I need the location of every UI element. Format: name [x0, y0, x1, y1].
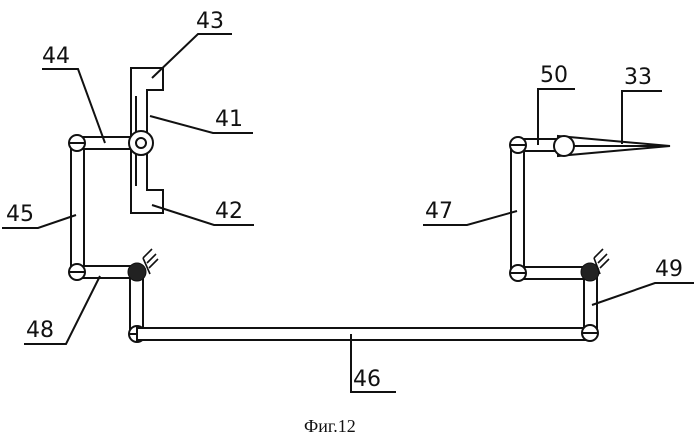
pivot-50-33: [554, 136, 574, 156]
label-47: 47: [425, 199, 453, 224]
link-45: [71, 140, 84, 273]
label-43: 43: [196, 9, 224, 34]
label-42: 42: [215, 199, 243, 224]
label-49: 49: [655, 257, 683, 282]
link-right-bottom: [518, 267, 586, 279]
label-46: 46: [353, 367, 381, 392]
fixed-support-left: [128, 263, 146, 281]
pivot-41-44-inner: [136, 138, 146, 148]
label-48: 48: [26, 318, 54, 343]
leader-49: [592, 283, 694, 305]
link-47: [511, 143, 524, 274]
label-45: 45: [6, 202, 34, 227]
label-50: 50: [540, 63, 568, 88]
label-33: 33: [624, 65, 652, 90]
bar-46: [137, 328, 591, 340]
leader-44: [42, 69, 105, 143]
label-44: 44: [42, 44, 70, 69]
leader-33: [622, 91, 662, 144]
figure-caption: Фиг.12: [304, 416, 356, 436]
label-41: 41: [215, 107, 243, 132]
